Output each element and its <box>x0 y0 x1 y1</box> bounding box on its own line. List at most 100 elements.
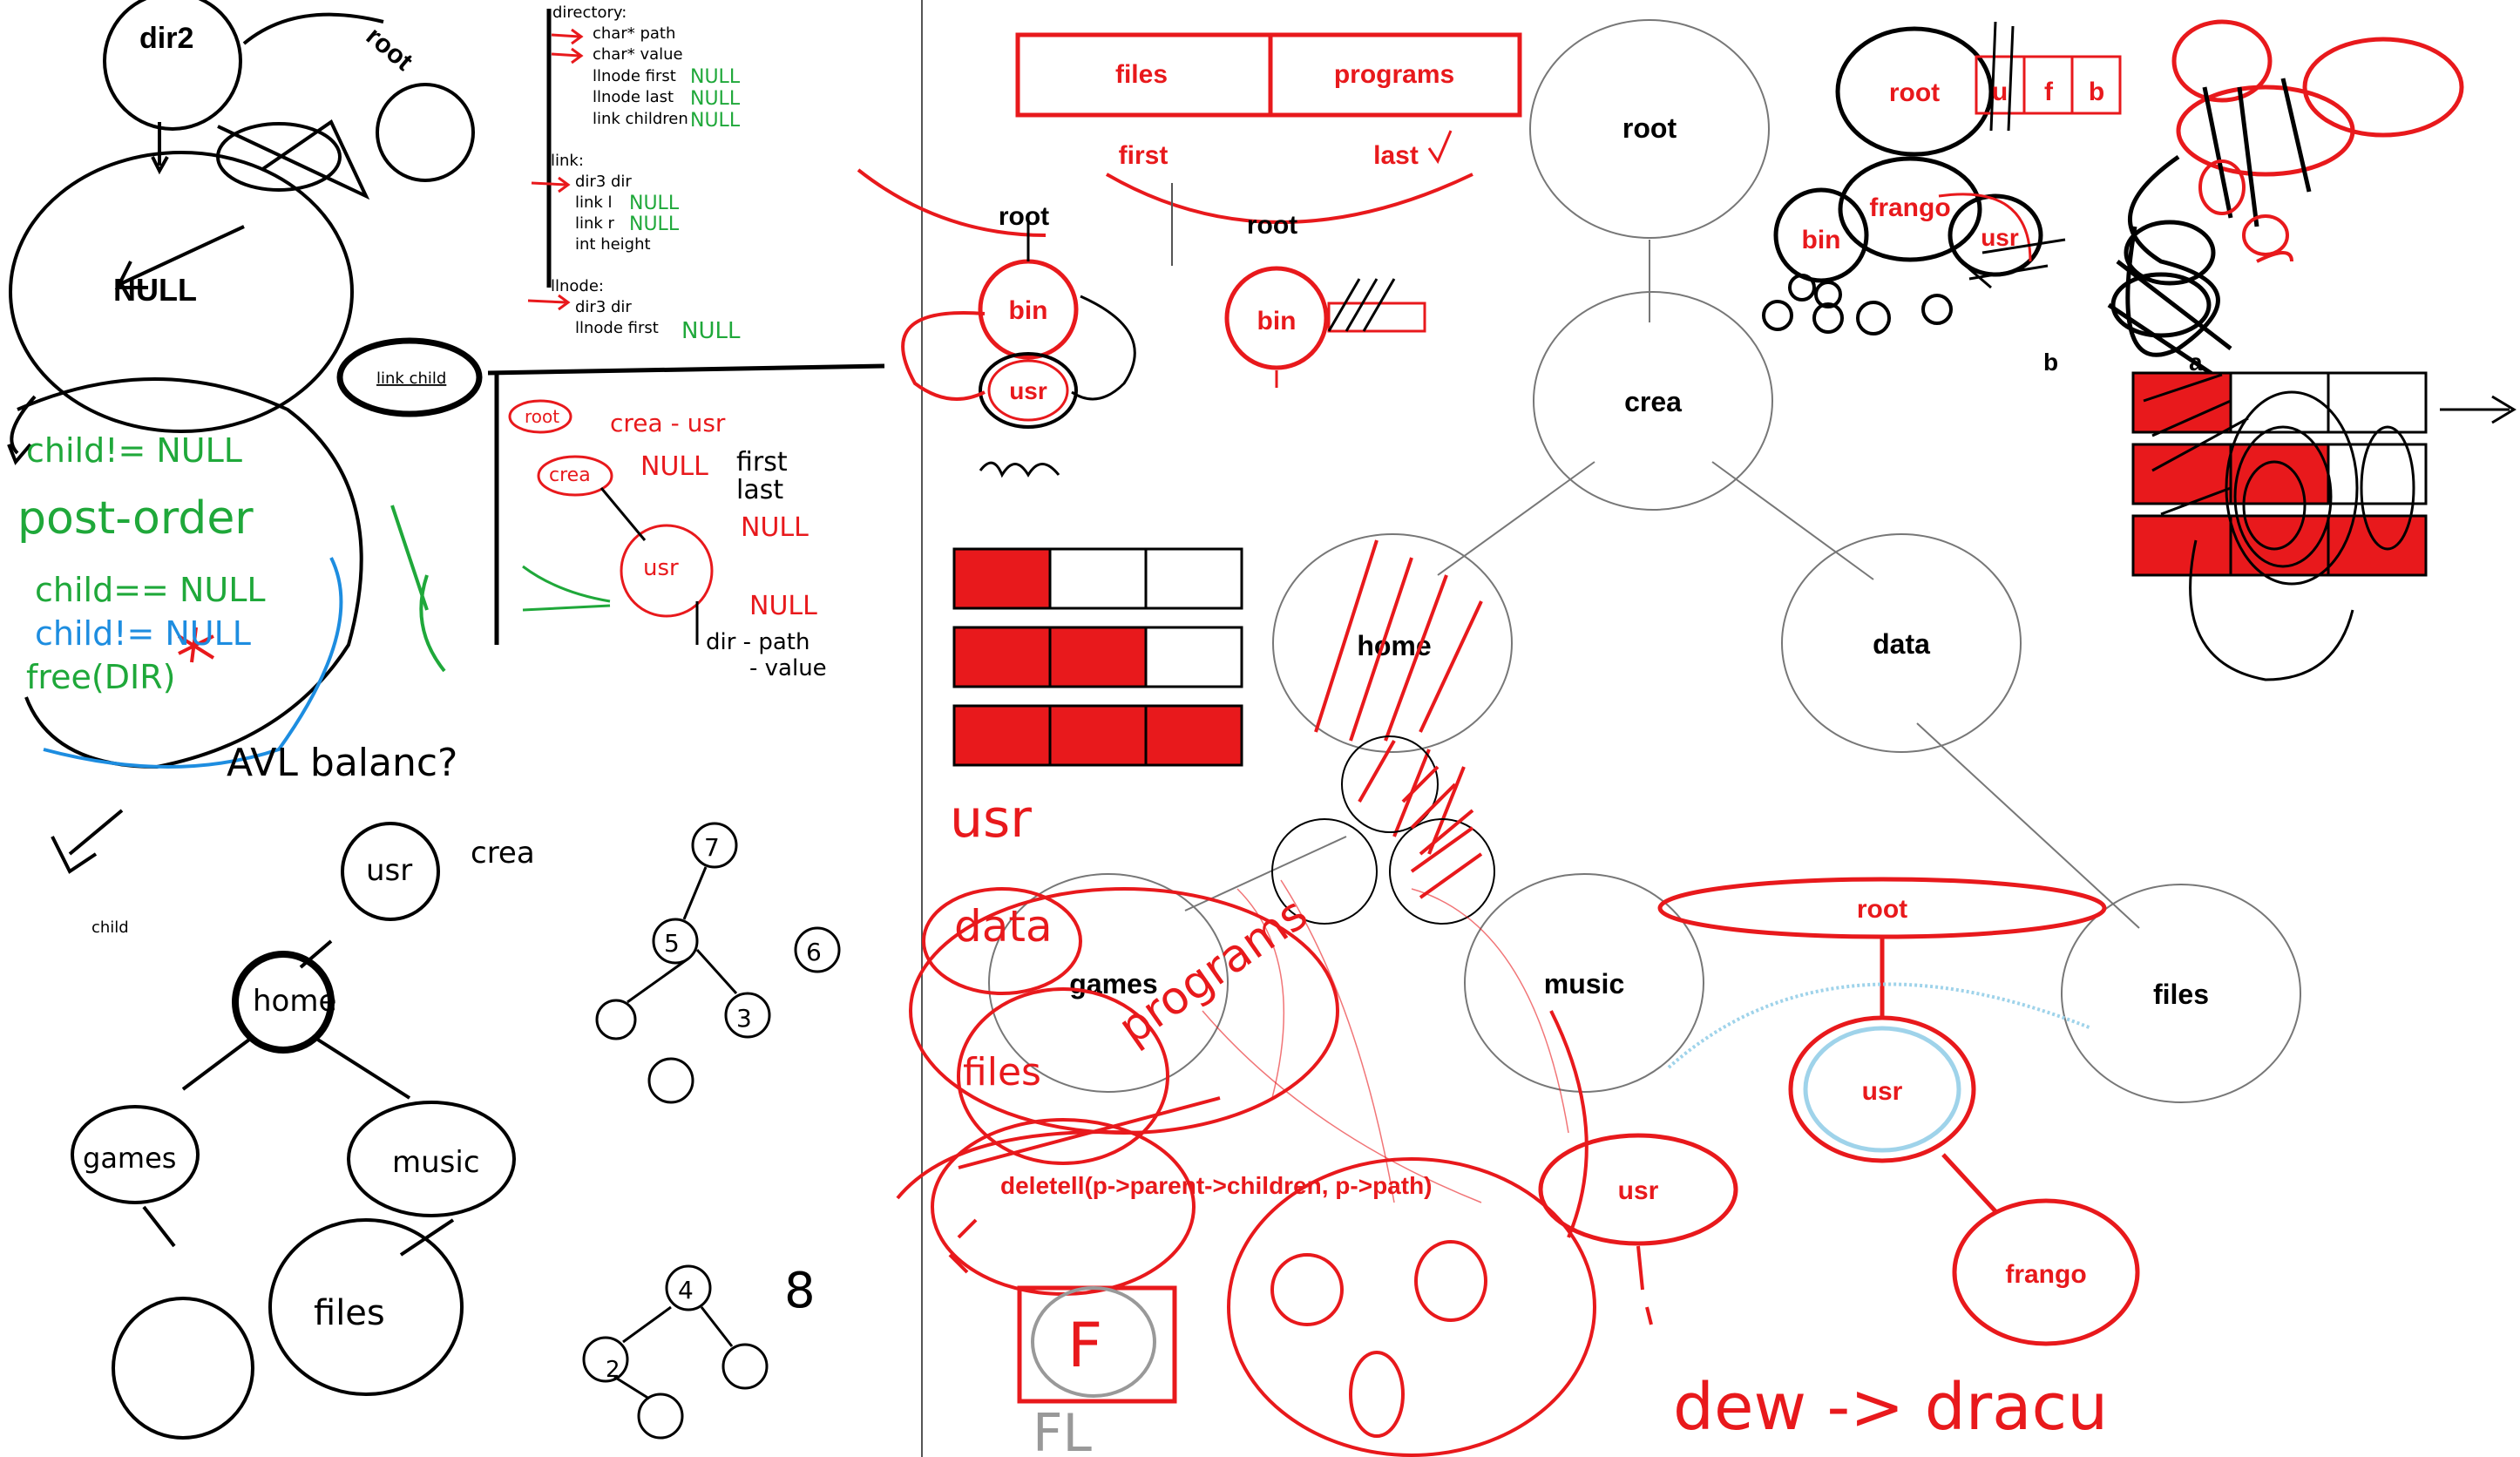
list-usr: usr <box>643 555 679 581</box>
usr1-label: usr <box>1009 377 1047 404</box>
struct-arrows <box>527 28 584 311</box>
fl-note: FL <box>1033 1403 1093 1457</box>
tr-root-label: root <box>1889 78 1940 107</box>
tree-data-label: data <box>1873 628 1930 660</box>
tree-music: music <box>392 1145 480 1180</box>
green-note-2: child== NULL <box>35 571 266 609</box>
grid-small-cell-1-0 <box>952 626 1052 688</box>
num-8: 8 <box>784 1263 816 1319</box>
grid-right-cell-2-0 <box>2131 514 2232 577</box>
delete-call: deletell(p->parent->children, p->path) <box>1000 1172 1433 1199</box>
llnode-field-0: dir3 dir <box>575 298 632 316</box>
left-bottom-tree <box>71 822 516 1440</box>
list-root: root <box>525 406 559 427</box>
grid-small-cell-2-2 <box>1144 704 1243 767</box>
tree-files: files <box>314 1293 385 1333</box>
red-list-sketch <box>487 363 885 645</box>
grid-small-cell-0-1 <box>1048 547 1148 610</box>
num-5: 5 <box>664 929 680 958</box>
grid-right-cell-0-1 <box>2229 371 2330 434</box>
balance-grid-small <box>952 547 1243 767</box>
tree-music-label: music <box>1544 968 1624 1000</box>
link-child-text: link child <box>376 369 446 388</box>
tree-crea-label: crea <box>1624 386 1682 417</box>
dir-null-2: NULL <box>690 110 741 132</box>
last-label: last <box>1373 141 1419 170</box>
tr-a-label: a <box>2189 349 2203 376</box>
tree-home: home <box>253 984 336 1019</box>
dir-field-4: link children <box>593 110 688 128</box>
link-child-oval <box>336 337 483 417</box>
llnode-null: NULL <box>681 318 741 344</box>
left-top-sketch <box>7 0 475 465</box>
green-note-4: free(DIR) <box>26 658 175 696</box>
root-text: root <box>361 22 418 77</box>
grid-right-cell-1-2 <box>2327 443 2428 505</box>
green-note-0: child!= NULL <box>26 431 242 470</box>
right-frango-node <box>1952 1198 2140 1346</box>
first-label: first <box>1119 141 1169 170</box>
grid-small-cell-0-0 <box>952 547 1052 610</box>
dir-null-0: NULL <box>690 66 741 88</box>
link-field-2: link r <box>575 214 615 233</box>
grid-small-cell-0-2 <box>1144 547 1243 610</box>
list-null-1: NULL <box>640 451 708 482</box>
tree-games-label: games <box>1069 968 1157 1000</box>
list-crea: crea <box>549 464 591 486</box>
list-null-2: NULL <box>741 512 809 543</box>
tr-b-label: b <box>2043 349 2058 376</box>
list-crea-usr: crea - usr <box>610 409 726 437</box>
tr-box-u: u <box>1992 78 2008 106</box>
list-last: last <box>736 475 783 505</box>
link-field-1: link l <box>575 193 613 212</box>
usr-oval <box>1538 1133 1738 1246</box>
tr-frango-label: frango <box>1869 193 1950 222</box>
link-field-0: dir3 dir <box>575 173 632 191</box>
avl-note: AVL balanc? <box>227 741 457 785</box>
root2-label: root <box>1247 211 1297 240</box>
grid-right-cell-1-1 <box>2229 443 2330 505</box>
green-note-1: post-order <box>17 492 254 545</box>
directory-header: directory: <box>552 3 627 22</box>
files-label: files <box>1115 60 1168 89</box>
list-first: first <box>736 447 788 478</box>
null-node <box>9 151 354 433</box>
grid-right-overdraw <box>2143 373 2517 681</box>
tree-files-label: files <box>2153 979 2209 1010</box>
right-frango-label: frango <box>2005 1260 2086 1289</box>
red-files-note: files <box>963 1050 1041 1094</box>
list-value: - value <box>749 655 827 681</box>
main-tree-edges <box>1184 240 2140 929</box>
red-scribbles <box>896 539 1596 1457</box>
dir-field-3: llnode last <box>593 88 674 106</box>
dir-field-2: llnode first <box>593 67 676 85</box>
tree-usr: usr <box>366 853 412 888</box>
tr-bin-label: bin <box>1802 226 1841 254</box>
list-null-3: NULL <box>749 591 817 621</box>
llnode-header: llnode: <box>551 277 604 295</box>
num-6: 6 <box>806 938 822 966</box>
right-usr-node <box>1788 1015 1976 1163</box>
number-trees <box>582 822 841 1440</box>
dew-dracu-note: dew -> dracu <box>1673 1370 2108 1445</box>
dir2-node <box>103 0 242 131</box>
green-note-3: child!= NULL <box>35 614 251 653</box>
f-box-label: F <box>1067 1310 1102 1381</box>
grid-right-cell-0-0 <box>2131 371 2232 434</box>
link-null-0: NULL <box>629 193 680 214</box>
dir2-text: dir2 <box>139 22 193 55</box>
right-root-label: root <box>1857 895 1907 924</box>
dir-field-1: char* value <box>593 45 683 64</box>
red-usr-note: usr <box>950 789 1032 850</box>
num-7a: 7 <box>704 833 720 862</box>
green-notes-group <box>17 377 446 874</box>
tree-root-label: root <box>1622 112 1677 144</box>
right-usr-label: usr <box>1862 1077 1903 1106</box>
dir-field-0: char* path <box>593 24 675 43</box>
num-2: 2 <box>606 1357 620 1383</box>
null-text: NULL <box>113 272 197 308</box>
list-dir-path: dir - path <box>706 629 810 655</box>
num-3: 3 <box>736 1004 752 1033</box>
middle-top-nodes <box>857 168 1473 478</box>
